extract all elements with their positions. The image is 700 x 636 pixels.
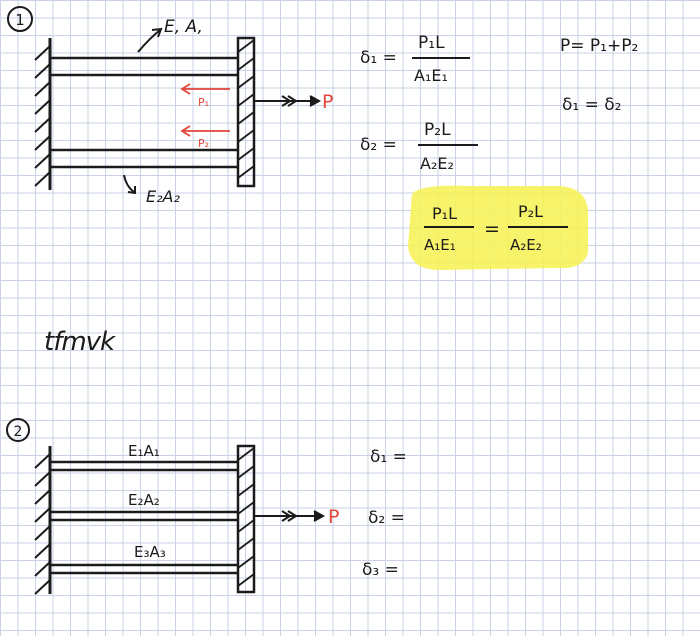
problem-2-circle xyxy=(6,418,30,442)
highlighted-equation: P₁L A₁E₁ = P₂L A₂E₂ xyxy=(408,185,588,270)
eq-delta1: δ₁ = P₁L A₁E₁ xyxy=(360,33,470,85)
eq1-lhs: δ₁ = xyxy=(360,48,397,68)
bar1-label: E₁A₁ xyxy=(128,442,160,460)
load-arrow-1 xyxy=(254,95,322,107)
p1-arrow xyxy=(180,83,230,95)
left-wall-2 xyxy=(34,446,52,595)
scribble-text: tfmvk xyxy=(44,327,116,357)
top-label-arrowhead xyxy=(151,27,163,38)
problem-1-number: 1 xyxy=(15,11,25,29)
eq2-num: P₂L xyxy=(424,120,451,140)
bar-1-2 xyxy=(50,460,238,472)
eq2-den: A₂E₂ xyxy=(420,154,454,173)
bar-2-2 xyxy=(50,510,238,522)
p2-label: P₂ xyxy=(198,137,209,150)
hl-equals: = xyxy=(484,218,500,240)
bar-top-label: E, A, xyxy=(164,17,203,37)
bottom-label-arrow xyxy=(123,174,135,193)
hl-left-num: P₁L xyxy=(432,204,457,223)
right-wall-2 xyxy=(236,444,256,594)
left-wall-1 xyxy=(34,38,52,190)
delta3-blank: δ₃ = xyxy=(362,560,399,580)
delta2-blank: δ₂ = xyxy=(368,508,405,528)
eq-delta2: δ₂ = P₂L A₂E₂ xyxy=(360,120,478,173)
load-label-2: P xyxy=(328,506,339,528)
problem-2-number: 2 xyxy=(14,424,23,440)
eq2-lhs: δ₂ = xyxy=(360,135,397,155)
bottom-label-arrowhead xyxy=(127,186,136,195)
load-label-1: P xyxy=(322,91,333,113)
hl-right-num: P₂L xyxy=(518,202,543,221)
p2-arrow xyxy=(180,125,230,137)
top-label-arrow xyxy=(137,29,161,53)
problem-2: 2 xyxy=(6,418,407,595)
bar-3-2 xyxy=(50,563,238,575)
bar2-label: E₂A₂ xyxy=(128,491,160,509)
problem-1-circle xyxy=(7,6,33,32)
p1-label: P₁ xyxy=(198,96,209,109)
bar-bottom-label: E₂A₂ xyxy=(146,187,180,206)
bar-bottom-1 xyxy=(50,148,238,169)
compat-equation: δ₁ = δ₂ xyxy=(562,95,621,115)
hl-right-den: A₂E₂ xyxy=(510,236,542,254)
right-wall-1 xyxy=(236,36,256,188)
delta1-blank: δ₁ = xyxy=(370,447,407,467)
problem-1: 1 xyxy=(7,6,638,270)
bar-top-1 xyxy=(50,56,238,77)
eq1-num: P₁L xyxy=(418,33,445,53)
eq1-den: A₁E₁ xyxy=(414,66,448,85)
load-arrow-2 xyxy=(254,510,326,522)
bar3-label: E₃A₃ xyxy=(134,543,166,561)
hl-left-den: A₁E₁ xyxy=(424,236,456,254)
sum-equation: P= P₁+P₂ xyxy=(560,36,638,56)
